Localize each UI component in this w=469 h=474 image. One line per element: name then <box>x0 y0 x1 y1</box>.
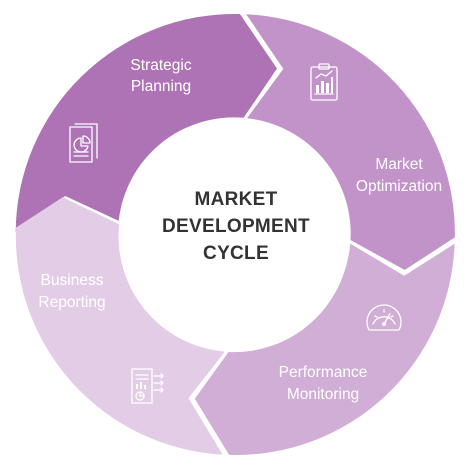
business-reporting-label-line2: Reporting <box>38 294 105 311</box>
segment-strategic-planning <box>15 13 277 233</box>
performance-monitoring-label-line1: Performance <box>279 364 368 381</box>
segment-market-optimization <box>246 14 455 271</box>
market-optimization-label-line1: Market <box>375 156 423 173</box>
segment-performance-monitoring <box>194 243 455 456</box>
market-optimization-label-line2: Optimization <box>356 178 442 195</box>
strategic-planning-label-line1: Strategic <box>130 57 191 74</box>
center-title-line1: MARKET <box>194 189 277 210</box>
speedometer-gauge-icon <box>366 304 402 331</box>
center-title-line3: CYCLE <box>203 243 269 264</box>
business-reporting-label-line1: Business <box>41 272 104 289</box>
document-report-icon <box>131 368 164 404</box>
report-pie-chart-icon <box>69 123 98 163</box>
strategic-planning-label-line2: Planning <box>131 78 191 95</box>
performance-monitoring-label-line2: Monitoring <box>287 386 359 403</box>
center-circle <box>118 117 351 350</box>
center-title-line2: DEVELOPMENT <box>162 216 310 237</box>
bar-chart-clipboard-icon <box>310 63 338 101</box>
segment-business-reporting <box>15 197 225 455</box>
